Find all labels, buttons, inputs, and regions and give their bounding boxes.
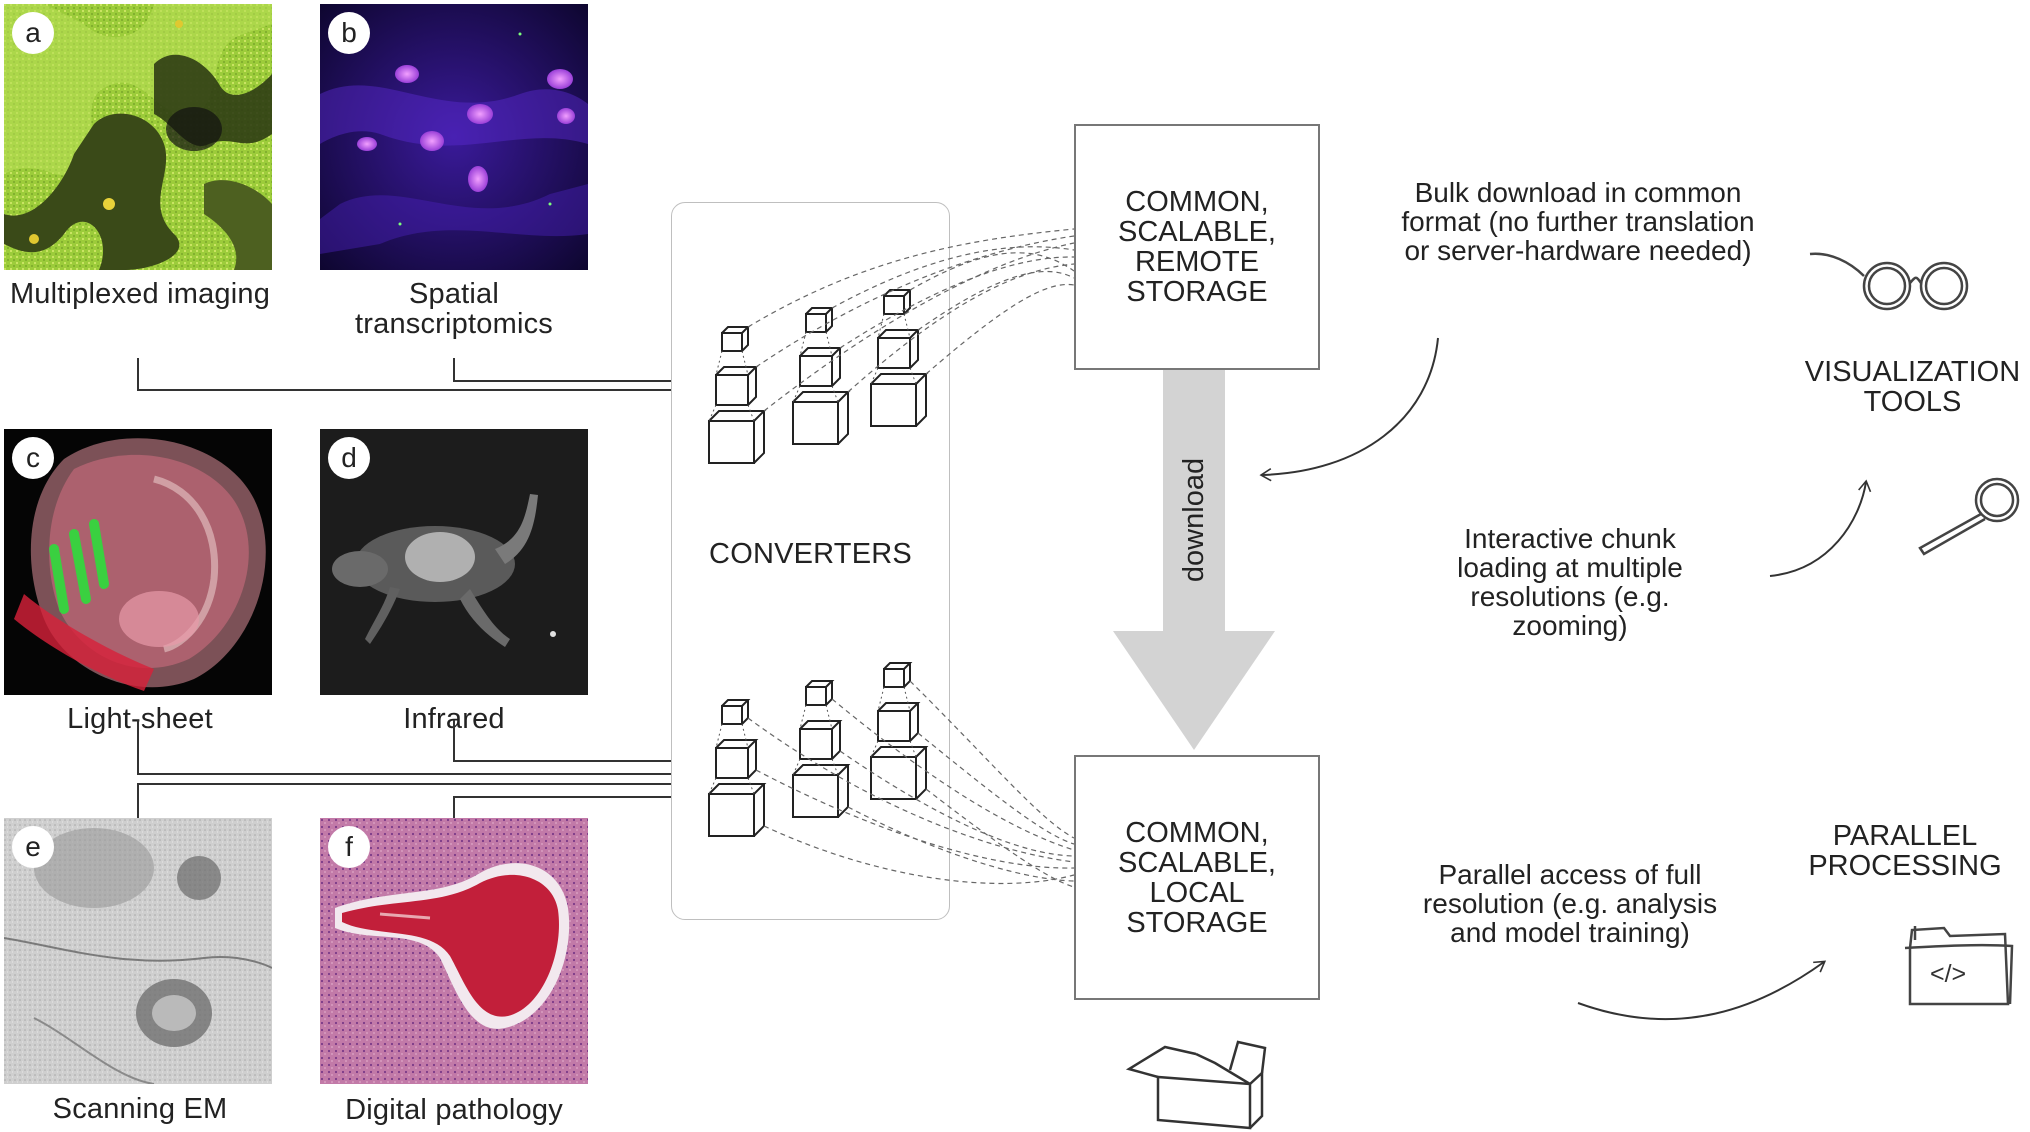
- package-box-icon: [1125, 1040, 1267, 1130]
- cube-icon: [877, 329, 921, 369]
- cube-icon: [715, 739, 759, 779]
- magnifier-icon: [1918, 477, 2020, 556]
- download-label: download: [1178, 457, 1210, 583]
- cube-icon: [721, 699, 751, 725]
- cube-icon: [799, 347, 843, 387]
- download-arrow: [1113, 370, 1275, 750]
- infrared-image: [320, 429, 588, 695]
- connector-line: [453, 796, 671, 818]
- panel-caption: Scanning EM: [52, 1093, 228, 1125]
- spatial-transcriptomics-image: [320, 4, 588, 270]
- panel-caption: Spatial transcriptomics: [355, 278, 553, 340]
- converters-container: [671, 202, 950, 920]
- panel-multiplexed-imaging: a: [4, 4, 272, 270]
- cube-icon: [883, 289, 913, 315]
- cube-icon: [805, 307, 835, 333]
- connector-line: [453, 358, 671, 382]
- local-storage-box: COMMON, SCALABLE, LOCAL STORAGE: [1074, 755, 1320, 1000]
- panel-light-sheet: c: [4, 429, 272, 695]
- remote-storage-box: COMMON, SCALABLE, REMOTE STORAGE: [1074, 124, 1320, 370]
- panel-caption: Light-sheet: [67, 703, 213, 735]
- light-sheet-image: [4, 429, 272, 695]
- panel-caption: Digital pathology: [345, 1094, 563, 1126]
- panel-letter-badge: e: [12, 826, 54, 868]
- converters-label: CONVERTERS: [709, 538, 912, 570]
- cube-icon: [721, 326, 751, 352]
- connector-line: [137, 358, 671, 391]
- connector-line: [137, 783, 671, 818]
- panel-caption: Multiplexed imaging: [9, 278, 271, 310]
- parallel-access-note: Parallel access of full resolution (e.g.…: [1422, 859, 1718, 948]
- panel-letter-badge: a: [12, 12, 54, 54]
- cube-icon: [715, 366, 759, 406]
- local-fan-lines: [747, 680, 1075, 888]
- bulk-download-note: Bulk download in common format (no furth…: [1401, 177, 1755, 266]
- cube-icon: [870, 746, 929, 800]
- panel-letter-badge: d: [328, 437, 370, 479]
- glasses-icon: [1809, 252, 1969, 311]
- parallel-processing-label: PARALLEL PROCESSING: [1808, 820, 2002, 882]
- cube-icon: [708, 410, 767, 464]
- annotation-arrows: [1259, 337, 1872, 1021]
- multiplexed-imaging-image: [4, 4, 272, 270]
- panel-scanning-em: e: [4, 818, 272, 1084]
- panel-letter-badge: c: [12, 437, 54, 479]
- connector-line: [453, 720, 671, 762]
- visualization-tools-label: VISUALIZATION TOOLS: [1804, 356, 2021, 418]
- scanning-em-image: [4, 818, 272, 1084]
- panel-infrared: d: [320, 429, 588, 695]
- panel-letter-badge: b: [328, 12, 370, 54]
- cube-icon: [799, 720, 843, 760]
- panel-letter-badge: f: [328, 826, 370, 868]
- local-storage-label: COMMON, SCALABLE, LOCAL STORAGE: [1118, 816, 1276, 939]
- folder-code-icon: [1904, 926, 2014, 1006]
- cube-icon: [883, 662, 913, 688]
- cube-icon: [708, 783, 767, 837]
- cube-icon: [792, 391, 851, 445]
- panel-spatial-transcriptomics: b: [320, 4, 588, 270]
- cube-icon: [870, 373, 929, 427]
- cube-icon: [805, 680, 835, 706]
- cube-icon: [792, 764, 851, 818]
- cube-icon: [877, 702, 921, 742]
- digital-pathology-image: [320, 818, 588, 1084]
- folder-code-glyph: </>: [1930, 960, 1966, 988]
- remote-storage-label: COMMON, SCALABLE, REMOTE STORAGE: [1118, 186, 1276, 308]
- remote-fan-lines: [747, 228, 1075, 412]
- panel-digital-pathology: f: [320, 818, 588, 1084]
- interactive-loading-note: Interactive chunk loading at multiple re…: [1457, 523, 1683, 641]
- connector-line: [137, 720, 671, 775]
